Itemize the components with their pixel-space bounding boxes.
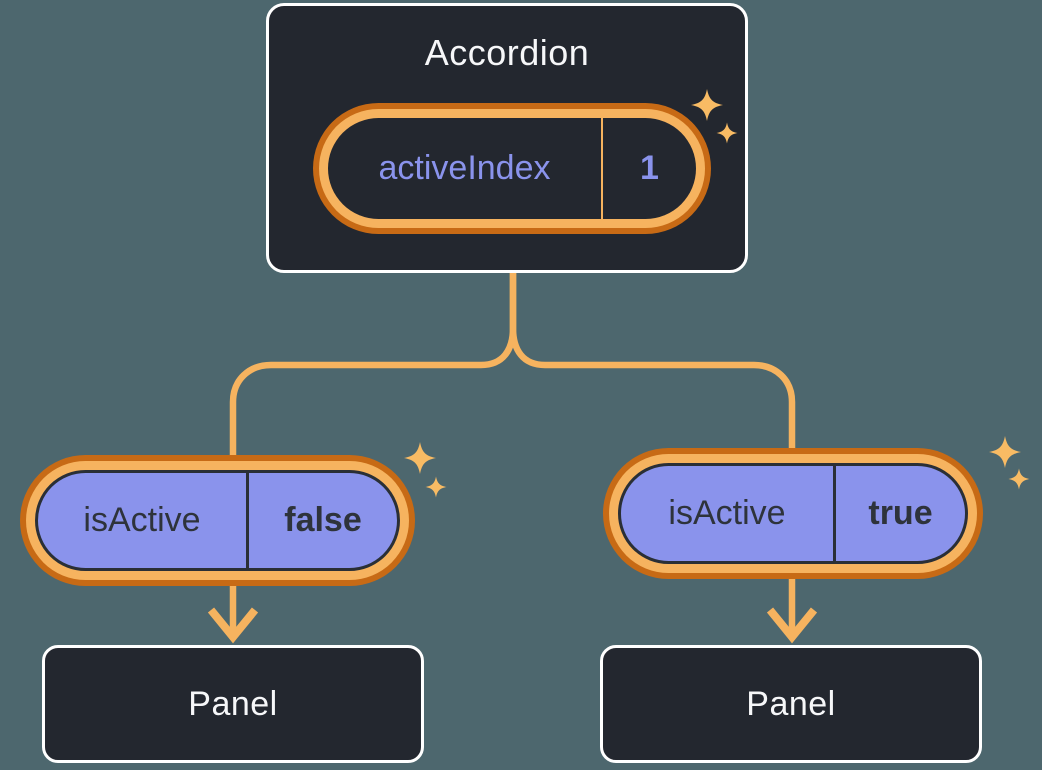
sparkle-icon: [425, 476, 447, 498]
prop-pill-left-label: isActive: [83, 501, 201, 539]
prop-pill-left: isActive false: [20, 455, 415, 586]
accordion-node: Accordion activeIndex 1: [266, 3, 748, 273]
accordion-title: Accordion: [424, 32, 590, 73]
sparkle-icon: [1008, 468, 1030, 490]
prop-pill-left-value: false: [284, 501, 362, 539]
prop-pill-right-value: true: [868, 494, 933, 532]
arrow-left-head: [207, 607, 259, 644]
connector-branch-right: [509, 273, 796, 451]
pill-divider: [601, 118, 603, 219]
arrow-right-head: [766, 607, 818, 644]
state-pill: activeIndex 1: [313, 103, 711, 234]
panel-node-right: Panel: [600, 645, 982, 763]
prop-pill-right-label: isActive: [668, 494, 786, 532]
state-pill-label: activeIndex: [378, 149, 551, 187]
sparkle-icon: [404, 442, 436, 474]
pill-divider: [833, 466, 836, 561]
pill-divider: [246, 473, 249, 568]
panel-left-title: Panel: [188, 684, 278, 723]
state-pill-value: 1: [640, 149, 659, 187]
panel-right-title: Panel: [746, 684, 836, 723]
sparkle-icon: [989, 436, 1021, 468]
connector-branch-left: [229, 273, 517, 458]
prop-pill-right: isActive true: [603, 448, 983, 579]
panel-node-left: Panel: [42, 645, 424, 763]
